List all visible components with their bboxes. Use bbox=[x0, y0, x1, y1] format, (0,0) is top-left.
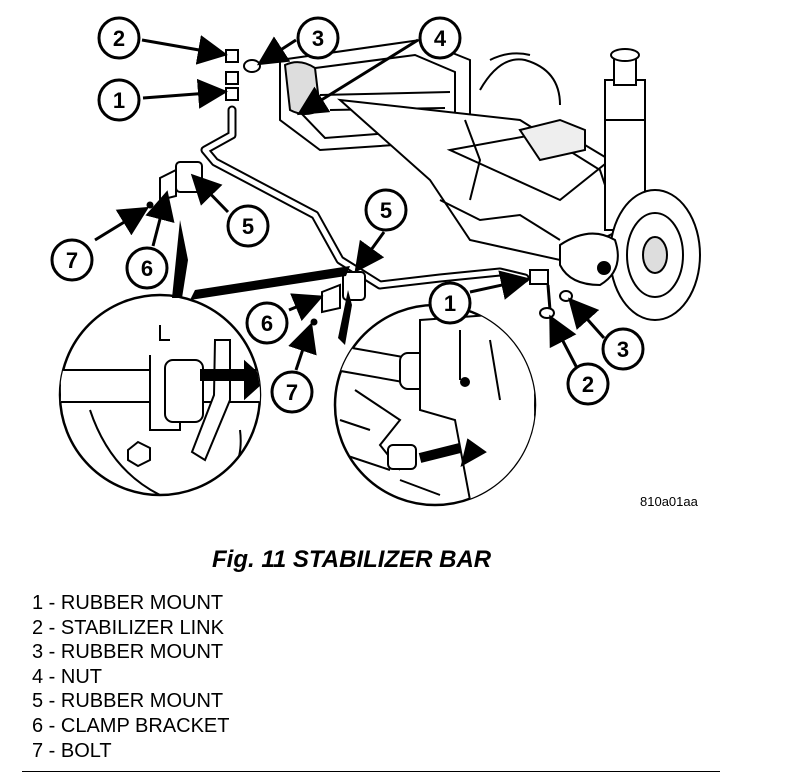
legend: 1 - RUBBER MOUNT 2 - STABILIZER LINK 3 -… bbox=[32, 591, 229, 763]
callout-3: 3 bbox=[617, 337, 629, 362]
callout-leaders bbox=[94, 35, 606, 371]
callout-circles bbox=[50, 16, 645, 414]
callout-5: 5 bbox=[242, 214, 254, 239]
callout-numbers: 2 3 4 1 5 7 6 5 6 7 1 3 2 bbox=[66, 26, 629, 405]
callout-2: 2 bbox=[113, 26, 125, 51]
axle-assembly bbox=[279, 38, 701, 321]
bottom-rule bbox=[22, 771, 720, 772]
stabilizer-bar bbox=[146, 49, 573, 326]
stabilizer-bar-diagram: 2 3 4 1 5 7 6 5 6 7 1 3 2 bbox=[50, 16, 701, 507]
detail-view-right bbox=[333, 303, 537, 507]
callout-2: 2 bbox=[582, 372, 594, 397]
figure-title: Fig. 11 STABILIZER BAR bbox=[212, 546, 492, 573]
callout-4: 4 bbox=[434, 26, 447, 51]
callout-1: 1 bbox=[113, 88, 125, 113]
drawing-code: 810a01aa bbox=[640, 494, 698, 509]
detail-view-left bbox=[58, 293, 262, 497]
legend-item: 5 - RUBBER MOUNT bbox=[32, 690, 224, 713]
callout-3: 3 bbox=[312, 26, 324, 51]
callout-7: 7 bbox=[66, 248, 78, 273]
callout-6: 6 bbox=[141, 256, 153, 281]
legend-item: 6 - CLAMP BRACKET bbox=[32, 714, 230, 737]
callout-5: 5 bbox=[380, 198, 392, 223]
detail-leaders bbox=[172, 220, 352, 345]
legend-item: 4 - NUT bbox=[32, 665, 102, 688]
legend-item: 3 - RUBBER MOUNT bbox=[32, 641, 224, 664]
legend-item: 7 - BOLT bbox=[32, 739, 112, 762]
callout-6: 6 bbox=[261, 311, 273, 336]
callout-1: 1 bbox=[444, 291, 456, 316]
legend-item: 2 - STABILIZER LINK bbox=[32, 616, 224, 639]
callout-7: 7 bbox=[286, 380, 298, 405]
legend-item: 1 - RUBBER MOUNT bbox=[32, 592, 224, 614]
